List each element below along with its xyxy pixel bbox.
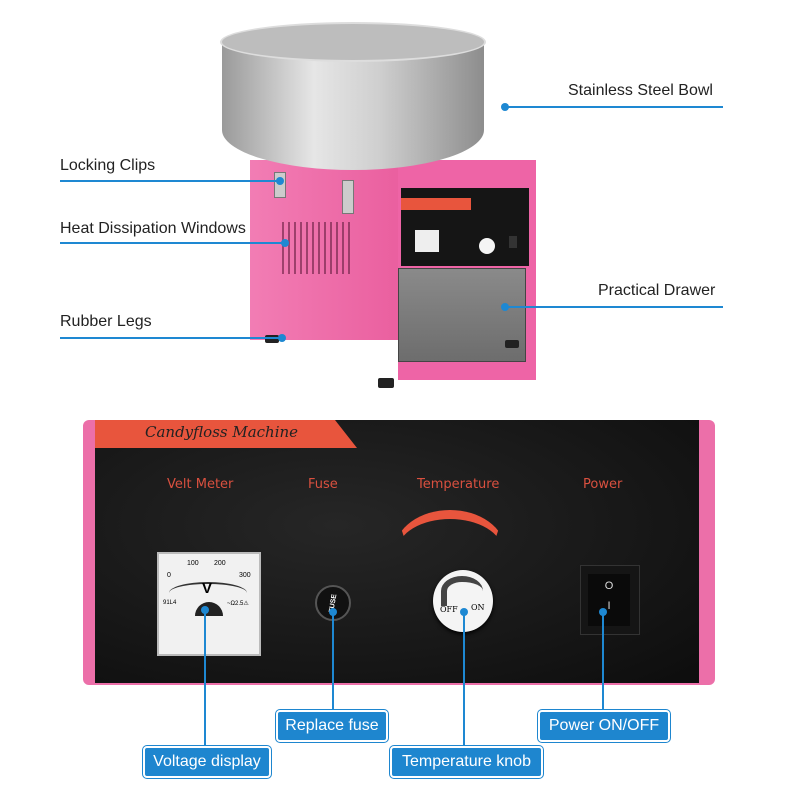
locking-clip <box>274 172 286 198</box>
leader-line <box>505 106 723 108</box>
label-volt-meter: Velt Meter <box>167 477 234 492</box>
leader-line <box>602 612 604 710</box>
leader-line <box>505 306 723 308</box>
leader-dot <box>501 103 509 111</box>
rubber-leg <box>265 335 279 343</box>
callout-replace-fuse: Replace fuse <box>276 710 388 742</box>
label-power: Power <box>583 477 623 492</box>
leader-line <box>60 337 282 339</box>
bowl-rim <box>220 22 486 62</box>
power-switch[interactable]: O I <box>580 565 640 635</box>
callout-power: Power ON/OFF <box>538 710 670 742</box>
brand-banner <box>95 420 357 448</box>
heat-vents <box>282 222 352 274</box>
panel-face: Candyfloss Machine Velt Meter Fuse Tempe… <box>95 420 699 683</box>
leader-dot <box>276 177 284 185</box>
label-legs: Rubber Legs <box>60 313 152 330</box>
label-clips: Locking Clips <box>60 157 156 174</box>
label-bowl: Stainless Steel Bowl <box>568 82 713 99</box>
callout-voltage-display: Voltage display <box>143 746 271 778</box>
label-fuse: Fuse <box>308 477 338 492</box>
leader-line <box>60 242 285 244</box>
rubber-leg <box>505 340 519 348</box>
voltmeter: 0 100 200 300 V 91L4 ~Ω2.5⚠ <box>157 552 261 656</box>
locking-clip <box>342 180 354 214</box>
leader-line <box>60 180 280 182</box>
label-temperature: Temperature <box>417 477 500 492</box>
brand-title: Candyfloss Machine <box>145 423 299 441</box>
control-panel-closeup: Candyfloss Machine Velt Meter Fuse Tempe… <box>83 420 715 685</box>
leader-dot <box>501 303 509 311</box>
temperature-arc <box>395 510 505 590</box>
leader-dot <box>281 239 289 247</box>
drawer <box>398 268 526 362</box>
callout-temperature-knob: Temperature knob <box>390 746 543 778</box>
mini-control-panel <box>401 188 529 266</box>
leader-line <box>332 612 334 710</box>
label-windows: Heat Dissipation Windows <box>60 220 246 237</box>
label-drawer: Practical Drawer <box>598 282 716 299</box>
rubber-leg <box>378 378 394 388</box>
leader-dot <box>278 334 286 342</box>
leader-line <box>204 610 206 746</box>
leader-line <box>463 612 465 746</box>
